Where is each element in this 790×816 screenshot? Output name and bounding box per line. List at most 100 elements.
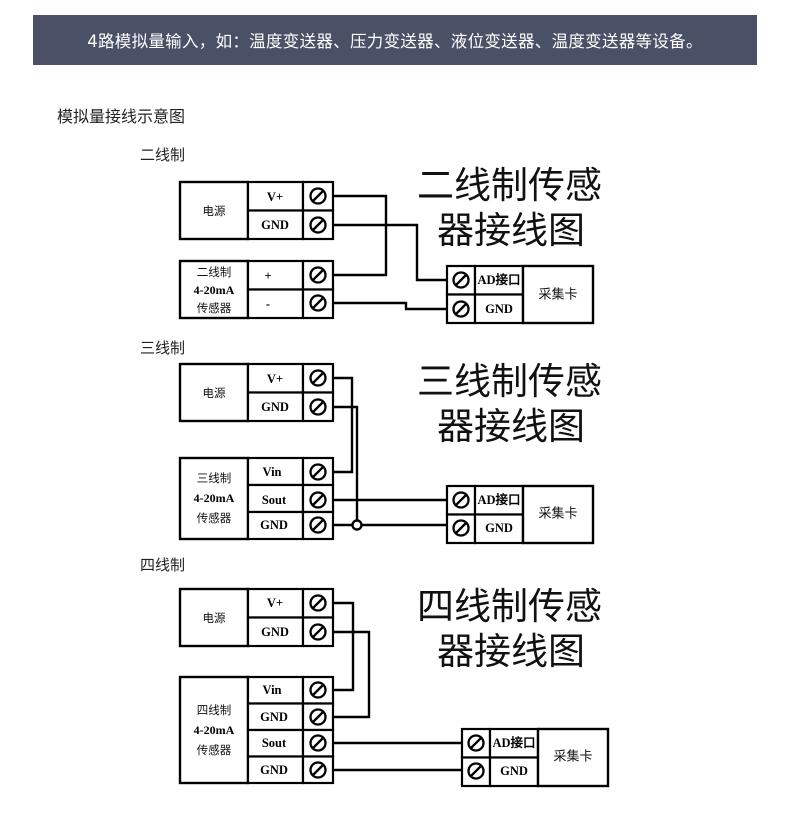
power-supply-label: 电源 [203, 204, 226, 218]
power-terminal-label-gnd: GND [261, 218, 289, 232]
sensor-label-line2: 4-20mA [194, 491, 235, 505]
card-box [536, 727, 610, 788]
sensor-terminal-label-plus: + [264, 269, 271, 283]
header-banner-text: 4路模拟量输入，如：温度变送器、压力变送器、液位变送器、温度变送器等设备。 [87, 32, 703, 51]
diagram-label-two-wire: 二线制 [140, 146, 186, 164]
diagram-title-line2: 器接线图 [437, 405, 585, 448]
power-supply-label: 电源 [203, 611, 226, 625]
diagram-title-line2: 器接线图 [437, 209, 585, 252]
power-terminal-label-vplus: V+ [267, 190, 283, 204]
wiring-diagram-four-wire: 电源 V+ GND 四线制 4-20mA 传感器 Vin GND Sout GN… [178, 585, 610, 788]
sensor-label-line2: 4-20mA [194, 723, 235, 737]
sensor-label-line1: 三线制 [197, 471, 232, 485]
screw-terminal-icon [309, 594, 327, 612]
screw-terminal-icon [309, 516, 327, 534]
power-supply-block-two-wire: 电源 V+ GND [178, 180, 335, 241]
sensor-terminal-label-minus: - [266, 297, 270, 311]
sensor-terminal-label-gnd: GND [260, 710, 288, 724]
acquisition-card-two-wire: AD接口 GND 采集卡 [445, 264, 595, 325]
power-supply-label: 电源 [203, 386, 226, 400]
card-terminal-label-ad: AD接口 [492, 735, 535, 750]
screw-terminal-icon [309, 369, 327, 387]
screw-terminal-icon [309, 294, 327, 312]
power-supply-block-four-wire: 电源 V+ GND [178, 587, 335, 648]
sensor-label-line2: 4-20mA [194, 283, 235, 297]
screw-terminal-icon [309, 708, 327, 726]
card-terminal-label-ad: AD接口 [477, 272, 520, 287]
power-screw-cell-gnd [301, 391, 335, 423]
wire-vplus-to-vin [331, 601, 355, 692]
sensor-terminal-cell-plus [246, 259, 305, 291]
sensor-block-three-wire: 三线制 4-20mA 传感器 Vin Sout GND [178, 456, 335, 541]
sensor-terminal-cell-gnd2 [246, 755, 305, 785]
wire-sensor-minus-to-gnd [331, 301, 449, 311]
screw-terminal-icon [309, 398, 327, 416]
diagram-title-line2: 器接线图 [437, 630, 585, 673]
screw-terminal-icon [452, 300, 470, 318]
card-terminal-label-ad: AD接口 [477, 492, 520, 507]
card-box [521, 264, 595, 325]
wire-psu-gnd-to-sensor-gnd [331, 630, 371, 719]
screw-terminal-icon [309, 187, 327, 205]
screw-terminal-icon [309, 216, 327, 234]
card-label: 采集卡 [553, 749, 592, 765]
screw-terminal-icon [452, 519, 470, 537]
sensor-block-four-wire: 四线制 4-20mA 传感器 Vin GND Sout GND [178, 675, 335, 785]
power-supply-block-three-wire: 电源 V+ GND [178, 362, 335, 423]
sensor-box [178, 675, 250, 785]
screw-terminal-icon [467, 762, 485, 780]
power-terminal-cell-gnd [246, 616, 305, 648]
sensor-terminal-label-vin: Vin [263, 683, 282, 697]
diagram-label-three-wire: 三线制 [140, 339, 186, 357]
sensor-terminal-cell-minus [246, 288, 305, 320]
sensor-label-line1: 二线制 [197, 265, 232, 279]
card-terminal-cell-ad [473, 484, 525, 516]
junction-dot-icon [351, 519, 363, 531]
diagram-title-line1: 二线制传感 [417, 164, 602, 207]
screw-terminal-icon [309, 681, 327, 699]
wire-vplus-to-sensor-plus [331, 194, 388, 277]
card-box [521, 484, 595, 545]
sensor-terminal-label-vin: Vin [263, 465, 282, 479]
sensor-terminal-label-gnd2: GND [260, 763, 288, 777]
screw-terminal-icon [467, 734, 485, 752]
acquisition-card-four-wire: AD接口 GND 采集卡 [460, 727, 610, 788]
power-supply-box [178, 587, 250, 648]
screw-terminal-icon [452, 491, 470, 509]
screw-terminal-icon [309, 761, 327, 779]
header-banner: 4路模拟量输入，如：温度变送器、压力变送器、液位变送器、温度变送器等设备。 [33, 15, 757, 65]
card-label: 采集卡 [538, 287, 577, 303]
sensor-box [178, 456, 250, 541]
screw-terminal-icon [309, 491, 327, 509]
card-terminal-label-gnd: GND [500, 764, 528, 778]
sensor-terminal-cell-gnd [246, 510, 305, 541]
wire-vplus-to-vin [331, 376, 354, 474]
wire-psu-gnd-to-ad [331, 223, 449, 282]
power-terminal-label-gnd: GND [261, 400, 289, 414]
sensor-label-line3: 传感器 [197, 301, 232, 315]
page-title: 模拟量接线示意图 [57, 107, 186, 126]
sensor-label-line3: 传感器 [197, 743, 232, 757]
power-screw-cell-gnd [301, 616, 335, 648]
screw-terminal-icon [309, 463, 327, 481]
sensor-block-two-wire: 二线制 4-20mA 传感器 + - [178, 259, 335, 320]
power-terminal-label-vplus: V+ [267, 372, 283, 386]
sensor-label-line1: 四线制 [197, 703, 232, 717]
card-label: 采集卡 [538, 506, 577, 522]
diagram-label-four-wire: 四线制 [140, 556, 186, 574]
power-terminal-label-vplus: V+ [267, 596, 283, 610]
power-terminal-label-gnd: GND [261, 625, 289, 639]
sensor-terminal-label-sout: Sout [262, 736, 287, 750]
wiring-diagram-two-wire: 电源 V+ GND 二线制 4-20mA 传感器 + - 二线制传感 器接线 [178, 164, 602, 325]
sensor-terminal-label-gnd: GND [260, 518, 288, 532]
screw-terminal-icon [309, 266, 327, 284]
screw-terminal-icon [452, 271, 470, 289]
screw-terminal-icon [309, 623, 327, 641]
wire-psu-gnd-to-junction [331, 405, 359, 527]
screw-terminal-icon [309, 734, 327, 752]
diagram-title-line1: 三线制传感 [417, 360, 602, 403]
acquisition-card-three-wire: AD接口 GND 采集卡 [445, 484, 595, 545]
sensor-label-line3: 传感器 [197, 511, 232, 525]
card-terminal-label-gnd: GND [485, 521, 513, 535]
sensor-terminal-cell-vin [246, 456, 305, 487]
